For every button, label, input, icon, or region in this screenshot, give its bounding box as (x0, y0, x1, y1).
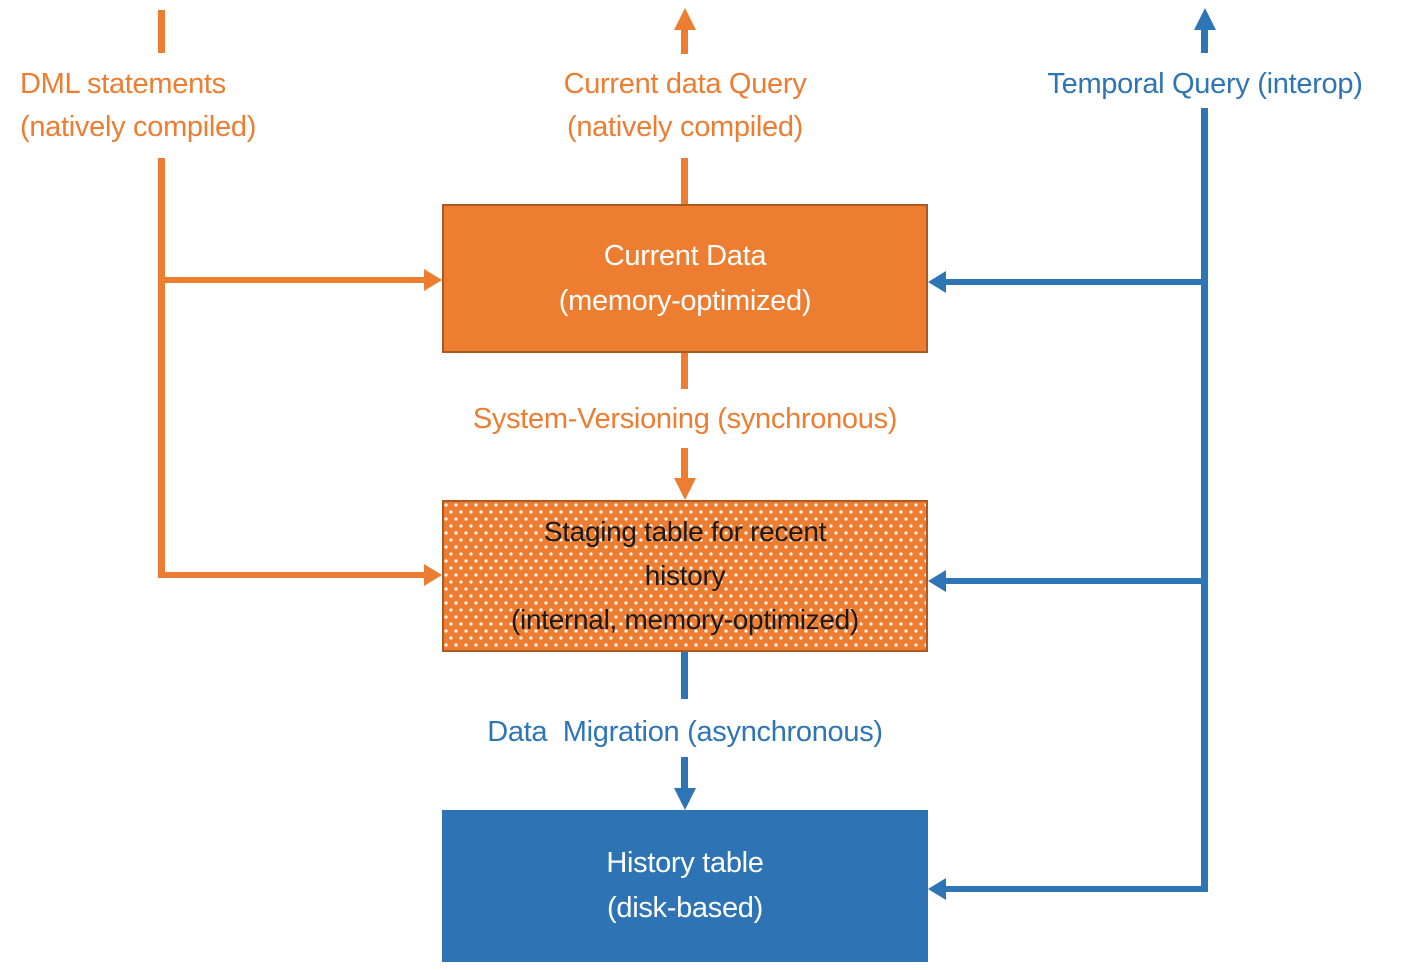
data-migration-arrowhead (674, 788, 696, 810)
staging-table-box-label: Staging table for recent history (intern… (511, 516, 859, 635)
dml-to-staging-arrowhead (424, 564, 442, 586)
dml-to-staging-line (158, 572, 424, 578)
temporal-to-staging-arrowhead (928, 570, 946, 592)
dml-statements-label: DML statements (natively compiled) (20, 68, 257, 143)
dml-line-top-segment (158, 10, 165, 53)
current-data-box: Current Data (memory-optimized) (442, 204, 928, 353)
dml-to-current-arrowhead (424, 269, 442, 291)
staging-table-box: Staging table for recent history (intern… (442, 500, 928, 652)
data-migration-label: Data Migration (asynchronous) (487, 716, 883, 748)
system-versioning-arrowhead (674, 478, 696, 500)
current-query-up-arrowhead (674, 8, 696, 30)
temporal-query-label: Temporal Query (interop) (1047, 68, 1363, 100)
dml-line-main-segment (158, 158, 165, 578)
system-versioning-line-bottom (681, 448, 688, 480)
data-migration-line-top (681, 652, 688, 699)
temporal-query-line-top-segment (1201, 28, 1208, 53)
temporal-to-staging-line (946, 578, 1208, 584)
current-query-line-bottom-segment (681, 158, 688, 204)
current-data-box-label: Current Data (memory-optimized) (558, 239, 812, 317)
history-table-box-label: History table (disk-based) (606, 847, 764, 924)
temporal-to-current-arrowhead (928, 271, 946, 293)
current-query-line-top-segment (681, 28, 688, 54)
current-data-query-label: Current data Query (natively compiled) (563, 68, 807, 143)
temporal-to-current-line (946, 279, 1208, 285)
history-table-box: History table (disk-based) (442, 810, 928, 962)
temporal-to-history-arrowhead (928, 878, 946, 900)
temporal-to-history-line (946, 886, 1208, 892)
data-migration-line-bottom (681, 757, 688, 789)
temporal-query-line-main-segment (1201, 108, 1208, 892)
temporal-query-up-arrowhead (1194, 8, 1216, 30)
dml-to-current-line (158, 277, 424, 283)
system-versioning-line-top (681, 353, 688, 389)
system-versioning-label: System-Versioning (synchronous) (472, 403, 898, 435)
